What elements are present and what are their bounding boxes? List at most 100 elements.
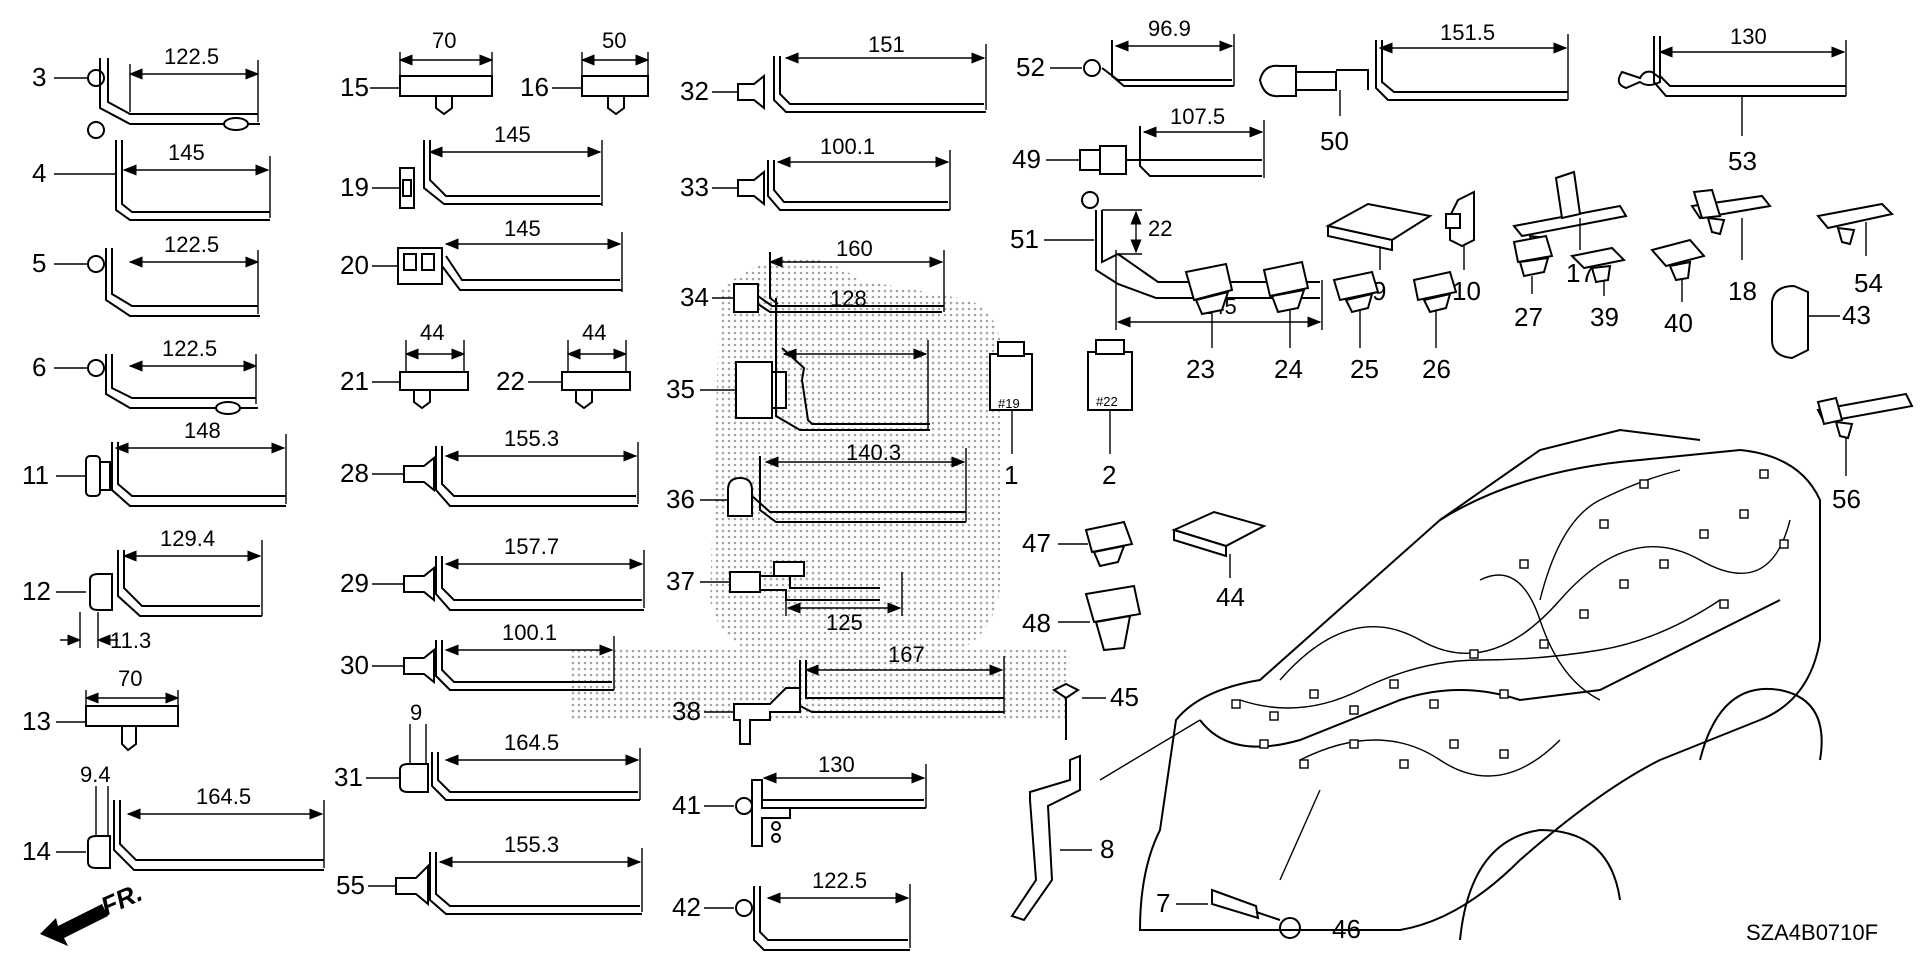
callout-48: 48: [1022, 608, 1051, 638]
callout-13: 13: [22, 706, 51, 736]
dim-36: 140.3: [846, 440, 901, 465]
callout-7: 7: [1156, 888, 1170, 918]
callout-21: 21: [340, 366, 369, 396]
part-43-cover: 43: [1771, 284, 1871, 360]
dim-31b: 9: [410, 700, 422, 725]
dim-14b: 9.4: [80, 762, 111, 787]
callout-37: 37: [666, 566, 695, 596]
part-51-clip: 51 22 145: [1010, 191, 1323, 330]
part-55-clip: 55 155.3: [336, 832, 643, 915]
part-40-clip: 40: [1650, 238, 1706, 338]
callout-6: 6: [32, 352, 46, 382]
callout-34: 34: [680, 282, 709, 312]
part-5-clip: 5 122.5: [32, 232, 260, 317]
part-2-connector: #22 2: [1087, 339, 1133, 490]
part-41-clip: 41 130: [672, 752, 927, 847]
diagram-code: SZA4B0710F: [1746, 920, 1878, 945]
dim-20: 145: [504, 216, 541, 241]
vehicle-wiring-harness: [1099, 428, 1823, 941]
callout-15: 15: [340, 72, 369, 102]
part-6-clip: 6 122.5: [32, 336, 258, 415]
dim-38: 167: [888, 642, 925, 667]
callout-39: 39: [1590, 302, 1619, 332]
part-46-bolt: 46: [1255, 911, 1361, 944]
callout-44: 44: [1216, 582, 1245, 612]
part-47-clip: 47: [1022, 520, 1134, 568]
part-38-clip: 38 167: [672, 642, 1005, 745]
callout-19: 19: [340, 172, 369, 202]
part-34-clip: 34 160: [680, 236, 945, 313]
part-10-clip: 10: [1445, 190, 1481, 306]
part-54-clip: 54: [1816, 202, 1895, 298]
part-26-clip: 26: [1412, 270, 1458, 384]
part-44-pad: 44: [1171, 510, 1267, 612]
callout-33: 33: [680, 172, 709, 202]
callout-52: 52: [1016, 52, 1045, 82]
callout-10: 10: [1452, 276, 1481, 306]
dim-30: 100.1: [502, 620, 557, 645]
dim-15: 70: [432, 28, 456, 53]
part-23-clip: 23: [1184, 262, 1234, 384]
dim-34: 160: [836, 236, 873, 261]
callout-42: 42: [672, 892, 701, 922]
connector-1-label: #19: [998, 396, 1020, 411]
callout-30: 30: [340, 650, 369, 680]
part-48-clip: 48: [1022, 584, 1142, 652]
part-29-clip: 29 157.7: [340, 534, 645, 611]
callout-11: 11: [22, 460, 49, 490]
callout-1: 1: [1004, 460, 1018, 490]
part-13-clip: 13 70: [22, 666, 180, 752]
callout-50: 50: [1320, 126, 1349, 156]
dim-5: 122.5: [164, 232, 219, 257]
dim-37: 125: [826, 610, 863, 635]
dim-32: 151: [868, 32, 905, 57]
callout-26: 26: [1422, 354, 1451, 384]
part-50-clip: 151.5 50: [1258, 20, 1569, 156]
callout-32: 32: [680, 76, 709, 106]
callout-16: 16: [520, 72, 549, 102]
dim-50: 151.5: [1440, 20, 1495, 45]
part-24-clip: 24: [1262, 260, 1310, 384]
part-35-clip: 35 128: [666, 286, 930, 431]
part-21-clip: 21 44: [340, 320, 469, 410]
part-42-clip: 42 122.5: [672, 868, 911, 951]
part-22-clip: 22 44: [496, 320, 631, 410]
part-15-clip: 15 70: [340, 28, 494, 116]
callout-35: 35: [666, 374, 695, 404]
callout-43: 43: [1842, 300, 1871, 330]
callout-36: 36: [666, 484, 695, 514]
dim-21: 44: [420, 320, 444, 345]
part-3-clip: 3 122.5: [32, 44, 260, 131]
part-53-clip: 130 53: [1617, 24, 1847, 176]
watermark-logo: [570, 257, 1070, 720]
callout-5: 5: [32, 248, 46, 278]
part-49-clip: 49 107.5: [1012, 104, 1265, 178]
part-19-clip: 19 145: [340, 122, 603, 209]
part-37-clip: 37 125: [666, 561, 903, 635]
dim-16: 50: [602, 28, 626, 53]
callout-38: 38: [672, 696, 701, 726]
dim-12: 129.4: [160, 526, 215, 551]
part-12-clip: 12 129.4 11.3: [22, 526, 263, 653]
part-11-clip: 11 148: [22, 418, 287, 507]
part-45-bolt: 45: [1052, 682, 1139, 740]
callout-55: 55: [336, 870, 365, 900]
part-39-clip: 39: [1569, 246, 1627, 332]
dim-42: 122.5: [812, 868, 867, 893]
part-56-clip: 56: [1816, 392, 1914, 514]
dim-52: 96.9: [1148, 16, 1191, 41]
dim-41: 130: [818, 752, 855, 777]
dim-14: 164.5: [196, 784, 251, 809]
callout-2: 2: [1102, 460, 1116, 490]
part-32-clip: 32 151: [680, 32, 987, 113]
dim-29: 157.7: [504, 534, 559, 559]
part-7-bracket: 7: [1156, 888, 1260, 920]
callout-29: 29: [340, 568, 369, 598]
callout-31: 31: [334, 762, 363, 792]
callout-3: 3: [32, 62, 46, 92]
dim-4: 145: [168, 140, 205, 165]
dim-11: 148: [184, 418, 221, 443]
callout-28: 28: [340, 458, 369, 488]
callout-56: 56: [1832, 484, 1861, 514]
